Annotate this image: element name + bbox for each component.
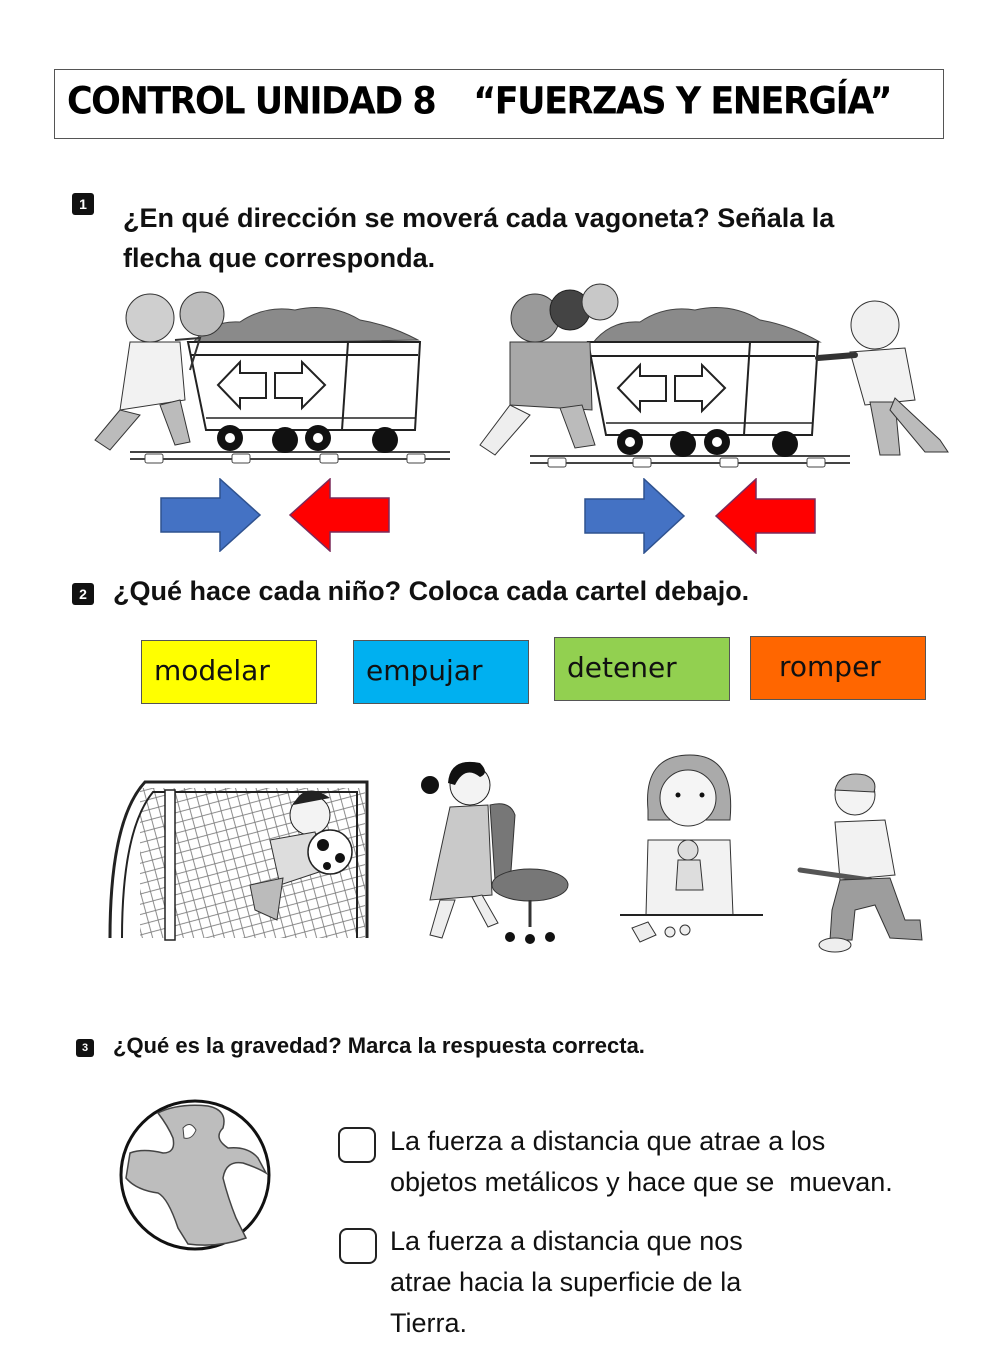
answer-option-2-line-3: Tierra. bbox=[390, 1308, 468, 1338]
question-2-number-badge: 2 bbox=[72, 583, 94, 605]
answer-option-2-line-1: La fuerza a distancia que nos bbox=[390, 1226, 743, 1256]
question-3-number-badge: 3 bbox=[76, 1039, 94, 1057]
answer-option-2-line-2: atrae hacia la superficie de la bbox=[390, 1267, 742, 1297]
title-box: CONTROL UNIDAD 8 “FUERZAS Y ENERGÍA” bbox=[54, 69, 944, 139]
question-2-prompt: ¿Qué hace cada niño? Coloca cada cartel … bbox=[113, 576, 750, 606]
scene-1-arrow-right-icon[interactable] bbox=[160, 478, 262, 552]
label-card-romper[interactable]: romper bbox=[750, 636, 926, 700]
answer-option-2-checkbox[interactable] bbox=[339, 1228, 377, 1264]
goalkeeper-stopping-ball-picture bbox=[105, 760, 370, 945]
answer-option-1-checkbox[interactable] bbox=[338, 1127, 376, 1163]
mine-cart-scene-2-illustration bbox=[470, 280, 960, 470]
girl-modelling-clay-picture bbox=[618, 750, 763, 955]
title-unit: CONTROL UNIDAD 8 bbox=[67, 80, 437, 124]
answer-option-1-text[interactable]: La fuerza a distancia que atrae a los ob… bbox=[390, 1121, 990, 1203]
girl-pushing-chair-picture bbox=[410, 755, 575, 950]
label-card-empujar[interactable]: empujar bbox=[353, 640, 529, 704]
label-card-detener[interactable]: detener bbox=[554, 637, 730, 701]
scene-2-arrow-left-icon[interactable] bbox=[714, 478, 816, 554]
question-1-prompt-line-2: flecha que corresponda. bbox=[123, 243, 436, 273]
answer-option-1-line-1: La fuerza a distancia que atrae a los bbox=[390, 1126, 826, 1156]
page-title: CONTROL UNIDAD 8 “FUERZAS Y ENERGÍA” bbox=[67, 80, 893, 124]
earth-globe-icon bbox=[118, 1098, 273, 1253]
mine-cart-scene-1-illustration bbox=[80, 280, 460, 470]
question-1-prompt: ¿En qué dirección se moverá cada vagonet… bbox=[123, 198, 943, 278]
scene-1-arrow-left-icon[interactable] bbox=[288, 478, 390, 552]
question-1-number-badge: 1 bbox=[72, 193, 94, 215]
boy-breaking-stick-picture bbox=[790, 770, 930, 955]
answer-option-1-line-2: objetos metálicos y hace que se muevan. bbox=[390, 1167, 893, 1197]
question-3-prompt: ¿Qué es la gravedad? Marca la respuesta … bbox=[113, 1033, 645, 1058]
title-topic: “FUERZAS Y ENERGÍA” bbox=[473, 80, 892, 124]
scene-2-arrow-right-icon[interactable] bbox=[584, 478, 686, 554]
question-1-prompt-line-1: ¿En qué dirección se moverá cada vagonet… bbox=[123, 203, 835, 233]
label-card-modelar[interactable]: modelar bbox=[141, 640, 317, 704]
answer-option-2-text[interactable]: La fuerza a distancia que nos atrae haci… bbox=[390, 1221, 990, 1344]
